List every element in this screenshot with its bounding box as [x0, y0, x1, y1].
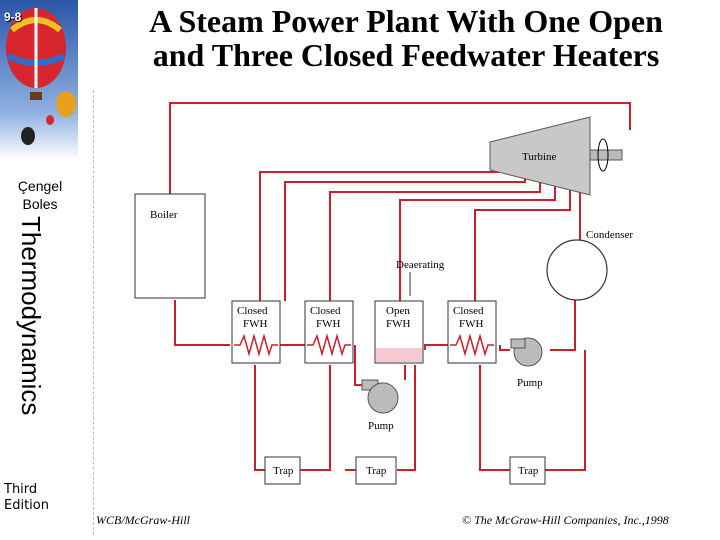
fwh3-label-line1: Open [386, 305, 410, 317]
turbine-shaft [589, 149, 623, 161]
fwh1-label-line2: FWH [243, 318, 268, 330]
slide-title: A Steam Power Plant With One Open and Th… [100, 4, 712, 72]
fwh1-label-line1: Closed [237, 305, 268, 317]
fwh3-label-line2: FWH [386, 318, 411, 330]
title-line-2: and Three Closed Feedwater Heaters [152, 37, 660, 73]
turbine-label: Turbine [522, 151, 557, 163]
condensate-pump-label: Pump [517, 377, 543, 389]
fwh2-coil [307, 333, 351, 357]
condensate-pump-inlet [510, 338, 526, 349]
slide-number: 9-8 [4, 10, 22, 24]
main-pump-label: Pump [368, 420, 394, 432]
closed-fwh-1 [231, 300, 281, 364]
author-cengel: Çengel [17, 178, 63, 194]
boiler-label: Boiler [150, 209, 178, 221]
condenser-circle [546, 239, 608, 301]
fwh4-label-line1: Closed [453, 305, 484, 317]
closed-fwh-4 [447, 300, 497, 364]
turbine-body [489, 116, 591, 196]
fwh2-label-line1: Closed [310, 305, 341, 317]
copyright-footer: © The McGraw-Hill Companies, Inc.,1998 [462, 513, 669, 527]
edition-line-1: Third [4, 482, 38, 497]
fwh2-label-line2: FWH [316, 318, 341, 330]
trap3-label: Trap [518, 465, 539, 477]
closed-fwh-2 [304, 300, 354, 364]
trap-3 [509, 456, 546, 485]
fwh1-coil [234, 333, 278, 357]
shaft-rotation-icon [597, 138, 609, 172]
separator-line [93, 90, 94, 535]
fwh4-coil [450, 333, 494, 357]
sidebar: 9-8 Çengel Boles Thermodynamics Third Ed… [0, 0, 90, 540]
open-fwh-water [376, 348, 422, 362]
boiler-box [134, 193, 206, 299]
title-line-1: A Steam Power Plant With One Open [149, 3, 663, 39]
condenser-label: Condenser [586, 229, 633, 241]
main-pump-circle [367, 382, 399, 414]
author-boles: Boles [22, 196, 58, 212]
fwh4-label-line2: FWH [459, 318, 484, 330]
deaerating-label: Deaerating [396, 259, 445, 271]
trap-1 [264, 456, 301, 485]
publisher-footer: WCB/McGraw-Hill [96, 513, 190, 527]
trap2-label: Trap [366, 465, 387, 477]
edition-line-2: Edition [4, 498, 49, 513]
edition: Third Edition [4, 482, 49, 514]
pipes [169, 102, 631, 471]
hot-air-balloons-image [0, 0, 78, 160]
trap1-label: Trap [273, 465, 294, 477]
trap-2 [355, 456, 397, 485]
